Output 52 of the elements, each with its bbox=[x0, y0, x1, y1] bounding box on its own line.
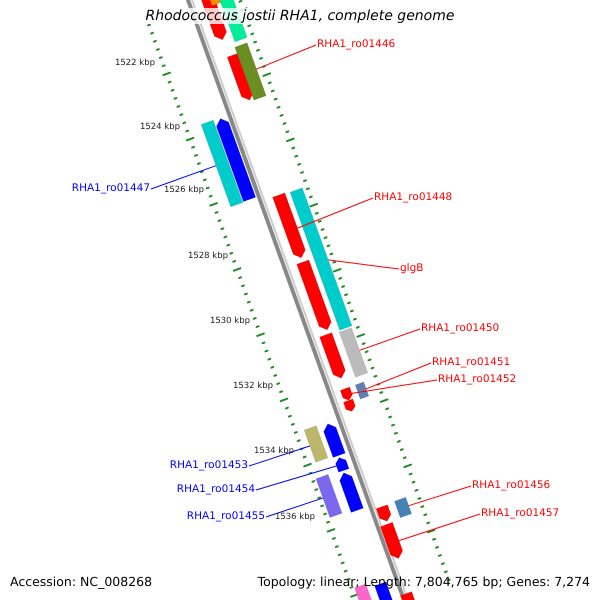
footer-text: Accession: NC_008268 bbox=[10, 574, 152, 589]
scale-label: 1530 kbp bbox=[210, 316, 250, 326]
gene-block bbox=[234, 42, 266, 100]
gene-arrow-shape bbox=[296, 260, 332, 330]
leader-line bbox=[351, 380, 438, 394]
scale-label: 1532 kbp bbox=[232, 381, 273, 391]
gene-arrow-shape bbox=[319, 332, 346, 378]
leader-line bbox=[328, 259, 400, 270]
gene-label: RHA1_ro01447 bbox=[72, 182, 150, 194]
gene-arrow-shape bbox=[376, 504, 392, 522]
gene-arrow-shape bbox=[343, 398, 356, 412]
gene-label: RHA1_ro01451 bbox=[432, 356, 510, 368]
leader-line bbox=[266, 498, 324, 518]
gene-block bbox=[394, 496, 412, 518]
gene-block bbox=[338, 327, 368, 378]
gene-arrow-shape bbox=[339, 472, 364, 513]
scale-label: 1522 kbp bbox=[114, 58, 155, 68]
gene-label: RHA1_ro01453 bbox=[170, 459, 248, 471]
footer-text: Topology: linear; Length: 7,804,765 bp; Genes: 7,274 bbox=[258, 574, 590, 589]
gene-label: glgB bbox=[400, 262, 424, 274]
leader-line bbox=[359, 328, 420, 351]
gene-arrow-shape bbox=[340, 386, 353, 401]
leader-line bbox=[256, 466, 337, 490]
scale-label: 1528 kbp bbox=[188, 251, 228, 261]
gene-label: RHA1_ro01448 bbox=[374, 191, 452, 203]
gene-arrow-shape bbox=[216, 118, 256, 202]
gene-arrow-shape bbox=[272, 192, 306, 258]
gene-block bbox=[304, 425, 328, 463]
gene-label: RHA1_ro01452 bbox=[438, 373, 516, 385]
gene-block bbox=[400, 591, 416, 600]
gene-label: RHA1_ro01454 bbox=[176, 483, 255, 495]
gene-label: RHA1_ro01457 bbox=[481, 507, 560, 519]
gene-label: RHA1_ro01456 bbox=[472, 479, 550, 491]
gene-label: RHA1_ro01450 bbox=[421, 322, 500, 334]
leader-line bbox=[408, 486, 472, 506]
gene-arrow-shape bbox=[323, 423, 346, 458]
leader-line bbox=[398, 514, 480, 542]
gene-block bbox=[316, 474, 342, 518]
scale-label: 1534 kbp bbox=[254, 446, 294, 456]
scale-label: 1526 kbp bbox=[164, 185, 204, 195]
leader-line bbox=[150, 165, 216, 190]
leader-line bbox=[256, 44, 316, 70]
gene-arrow-shape bbox=[335, 457, 350, 473]
leader-line bbox=[366, 362, 432, 390]
scale-label: 1536 kbp bbox=[274, 512, 315, 522]
gene-label: RHA1_ro01446 bbox=[317, 38, 396, 50]
leader-line bbox=[248, 446, 310, 466]
gene-block bbox=[290, 187, 352, 331]
leader-line bbox=[297, 198, 374, 229]
gene-block bbox=[354, 382, 370, 400]
gene-label: RHA1_ro01455 bbox=[186, 510, 265, 522]
scale-label: 1524 kbp bbox=[140, 122, 180, 132]
